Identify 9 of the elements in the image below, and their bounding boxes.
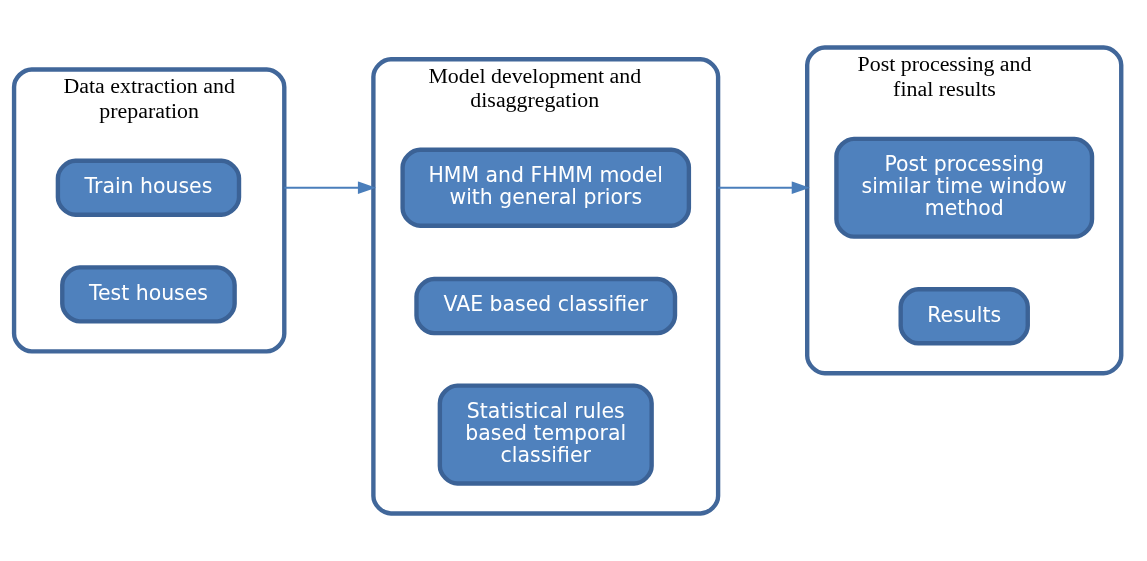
node-box: Post processing similar time window method (834, 136, 1095, 239)
node-box: Statistical rules based temporal classifier (437, 383, 654, 486)
node-box: Test houses (60, 265, 237, 324)
arrow (283, 181, 377, 195)
arrow (717, 181, 810, 195)
node-box: Results (898, 287, 1030, 346)
node-box: VAE based classifier (414, 276, 678, 336)
node-box: Train houses (55, 158, 242, 217)
node-box: HMM and FHMM model with general priors (400, 147, 692, 228)
